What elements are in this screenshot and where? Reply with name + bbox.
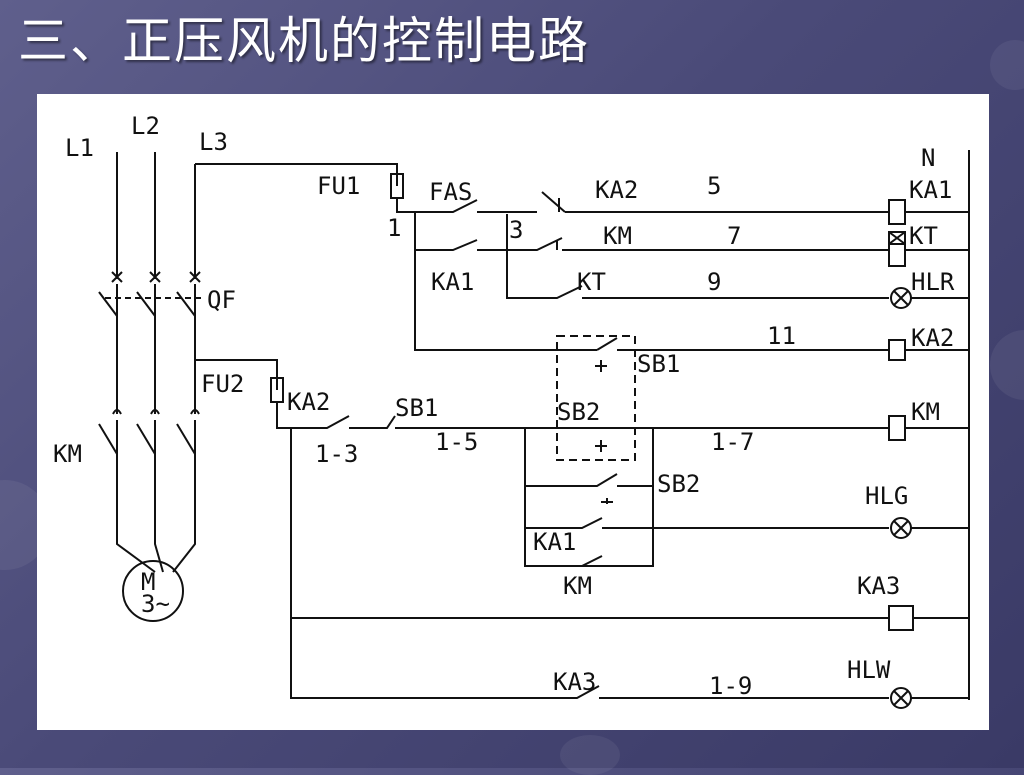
contact-ka1-top-label: KA1	[431, 268, 474, 296]
pushbutton-sb1-label: SB1	[637, 350, 680, 378]
breaker-label: QF	[207, 286, 236, 314]
decor-bubble	[990, 330, 1024, 400]
fuse-fu2: FU2	[195, 359, 284, 403]
phase-wire-l1	[116, 152, 156, 573]
motor-label: M	[141, 568, 155, 596]
fuse-fu2-label: FU2	[201, 370, 244, 398]
node-label-5: 5	[707, 172, 721, 200]
contact-ka2-top-label: KA2	[595, 176, 638, 204]
motor-m: M 3~	[122, 560, 184, 622]
contactor-km-label: KM	[53, 440, 82, 468]
neutral-line: N	[921, 144, 970, 700]
contact-ka2-ctrl-label: KA2	[287, 388, 330, 416]
coil-ka3-label: KA3	[857, 572, 900, 600]
slide-title: 三、正压风机的控制电路	[18, 12, 590, 70]
coil-kt-label: KT	[909, 222, 938, 250]
coil-ka1-label: KA1	[909, 176, 952, 204]
node-label-9: 9	[707, 268, 721, 296]
node-label-7: 7	[727, 222, 741, 250]
breaker-qf: QF	[98, 271, 236, 334]
contactor-km-main: KM	[53, 334, 200, 468]
contact-ka1-lower-label: KA1	[533, 528, 576, 556]
decor-bubble	[560, 735, 620, 775]
node-label-1-5: 1-5	[435, 428, 478, 456]
node-label-11: 11	[767, 322, 796, 350]
lamp-hlw-label: HLW	[847, 656, 891, 684]
pushbutton-sb2-label: SB2	[557, 398, 600, 426]
node-label-1-3: 1-3	[315, 440, 358, 468]
pushbutton-sb2-lower-label: SB2	[657, 470, 700, 498]
node-label-3: 3	[509, 216, 523, 244]
phase-label-l1: L1	[65, 134, 94, 162]
control-circuit-fu1: 1 FAS KA2 5 KA1 KA1 3 KM 7 KT KT 9 HLR 1…	[387, 172, 969, 361]
node-label-1: 1	[387, 214, 401, 242]
control-circuit-fu2: KA2 SB1 1-3 1-5 1-7 KM SB2 KA1 HLG KM KA…	[276, 388, 969, 709]
motor-phase-label: 3~	[141, 590, 170, 618]
lamp-hlg-label: HLG	[865, 482, 908, 510]
coil-ka2-label: KA2	[911, 324, 954, 352]
phase-label-l2: L2	[131, 112, 160, 140]
node-label-1-9: 1-9	[709, 672, 752, 700]
phase-wire-l3	[172, 164, 196, 573]
contact-km-top-label: KM	[603, 222, 632, 250]
lamp-hlr-label: HLR	[911, 268, 955, 296]
phase-wire-l2	[154, 152, 164, 573]
neutral-label: N	[921, 144, 935, 172]
fuse-fu1-label: FU1	[317, 172, 360, 200]
decor-bubble	[990, 40, 1024, 90]
contact-ka3-label: KA3	[553, 668, 596, 696]
node-label-1-7: 1-7	[711, 428, 754, 456]
pushbutton-box: SB1 SB2	[556, 335, 680, 461]
contact-kt-top-label: KT	[577, 268, 606, 296]
contact-fas-label: FAS	[429, 178, 472, 206]
contact-km-lower-label: KM	[563, 572, 592, 600]
coil-km-label: KM	[911, 398, 940, 426]
circuit-diagram: L1 L2 L3 QF KM M 3~ FU1	[53, 112, 970, 709]
contact-sb1-ctrl-label: SB1	[395, 394, 438, 422]
phase-label-l3: L3	[199, 128, 228, 156]
power-circuit: L1 L2 L3 QF KM M 3~ FU1	[53, 112, 404, 622]
circuit-diagram-panel: L1 L2 L3 QF KM M 3~ FU1	[37, 94, 989, 730]
fuse-fu1: FU1	[195, 163, 404, 200]
